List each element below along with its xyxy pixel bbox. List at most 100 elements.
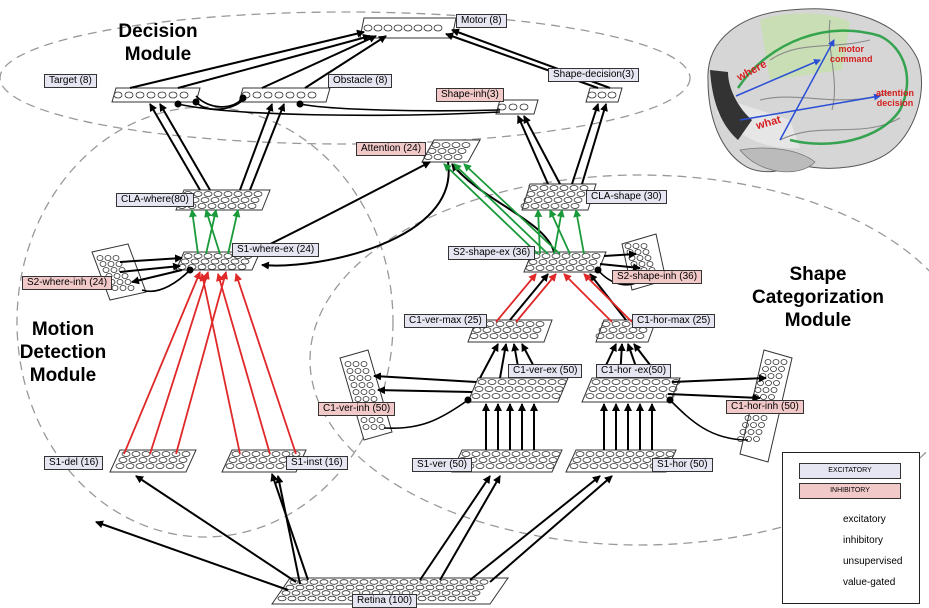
neuron [248,457,258,463]
neuron [429,579,439,585]
neuron [755,429,763,435]
neuron [354,368,362,374]
neuron [439,579,449,585]
neuron [582,457,592,463]
neuron [560,203,570,209]
neuron [585,451,595,457]
neuron [135,463,145,469]
neuron [307,91,317,99]
neuron [307,595,317,602]
brain-parietal-region [760,13,850,81]
neuron [275,463,285,469]
neuron [508,457,518,463]
neuron [331,590,341,596]
neuron [433,154,443,160]
brain-occipital-region [710,70,752,140]
neuron [352,361,360,367]
neuron [475,584,485,591]
neuron [525,463,535,469]
edge-c1hormax-s2shape [583,273,633,323]
neuron [631,379,641,385]
neuron [227,203,237,209]
neuron [471,393,481,399]
neuron [773,380,780,386]
neuron [501,451,511,457]
neuron [625,393,635,399]
neuron [423,154,433,160]
edge-s2shape-attention [443,163,539,255]
neuron [611,321,621,327]
edge-c1verex-c1vermax [499,343,509,379]
neuron [588,386,598,392]
neuron [536,191,546,197]
brain-green-pathway [736,29,909,145]
neuron [605,393,615,399]
neuron [317,595,327,602]
edge-retina-s1inst [275,475,301,585]
edge-retina-s1del [135,475,297,583]
target-label: Target (8) [44,74,97,88]
neuron [645,393,655,399]
neuron [175,463,185,469]
neuron [495,321,505,327]
brain-motor-label: motor command [830,44,873,64]
neuron [369,579,379,585]
neuron [629,463,639,469]
neuron [569,185,579,191]
neuron [469,333,479,339]
neuron [145,463,155,469]
neuron [125,463,135,469]
neuron [223,191,233,197]
neuron [445,584,455,591]
neuron [611,379,621,385]
neuron [642,457,652,463]
neuron [301,590,311,596]
neuron [344,361,352,367]
neuron [135,91,145,99]
neuron [165,463,175,469]
neuron [602,457,612,463]
neuron [291,590,301,596]
neuron [337,595,347,602]
neuron [566,191,576,197]
neuron [615,393,625,399]
neuron [537,379,547,385]
neuron [605,451,615,457]
neuron [578,259,588,265]
edge-c1vermax-s2shape [515,273,557,323]
edge-target-motor [177,33,371,89]
edge-s1where-clawhere [188,209,199,255]
neuron [305,584,315,591]
neuron [497,103,507,111]
neuron [520,203,530,209]
neuron [525,321,535,327]
neuron [640,243,648,249]
edge-retina-s1del [95,520,289,591]
edge-clawhere-obstacle [239,103,274,191]
shape-title-line1: Shape [789,264,847,285]
neuron [591,253,601,259]
neuron [534,386,544,392]
neuron [491,393,501,399]
edge-obstacle-motor [304,35,387,89]
edge-obstacle-target-inh [192,98,244,111]
neuron [220,197,230,203]
neuron [155,463,165,469]
neuron [555,265,565,271]
neuron [297,595,307,602]
neuron [648,386,658,392]
c1-ver-max-label: C1-ver-max (25) [404,314,487,328]
neuron [514,386,524,392]
neuron [639,463,649,469]
edge-s1where-clawhere [205,209,219,255]
neuron [619,463,629,469]
neuron [441,590,451,596]
neuron [505,321,515,327]
neuron [507,379,517,385]
neuron [772,359,780,365]
neuron [588,259,598,265]
neuron [107,261,115,267]
neuron [589,463,599,469]
neuron [250,197,260,203]
